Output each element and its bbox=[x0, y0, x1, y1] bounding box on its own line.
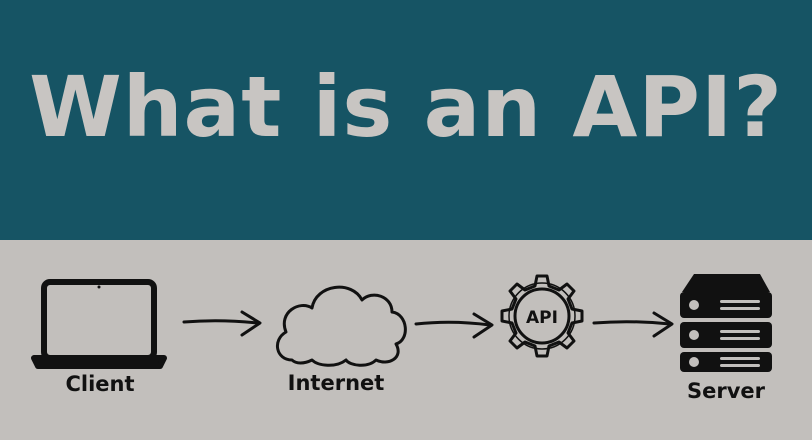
arrow-internet-to-api bbox=[414, 312, 494, 339]
laptop-icon bbox=[31, 279, 167, 369]
page-title: What is an API? bbox=[29, 58, 783, 156]
arrow-client-to-internet bbox=[182, 310, 262, 337]
diagram-panel bbox=[0, 240, 812, 440]
cloud-icon bbox=[276, 285, 407, 367]
client-label: Client bbox=[65, 372, 135, 396]
gear-icon bbox=[500, 274, 584, 358]
server-label: Server bbox=[686, 379, 765, 403]
arrow-api-to-server bbox=[592, 311, 674, 338]
server-rack-icon bbox=[680, 274, 772, 372]
title-banner: What is an API? bbox=[0, 0, 812, 240]
api-flow-diagram: API bbox=[31, 274, 772, 372]
internet-label: Internet bbox=[287, 371, 385, 395]
api-badge-text: API bbox=[526, 308, 558, 328]
